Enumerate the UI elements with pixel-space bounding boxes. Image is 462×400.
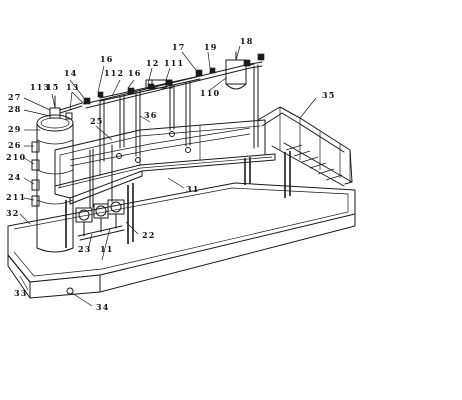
label-19: 19 — [204, 42, 218, 52]
label-26: 26 — [8, 140, 22, 150]
label-24: 24 — [8, 172, 22, 182]
label-211: 211 — [6, 192, 26, 202]
label-16b: 16 — [128, 68, 142, 78]
label-22: 22 — [142, 230, 156, 240]
label-15: 15 — [46, 82, 60, 92]
label-28: 28 — [8, 104, 22, 114]
label-112: 112 — [104, 68, 124, 78]
label-17: 17 — [172, 42, 186, 52]
label-13: 13 — [66, 82, 80, 92]
pipe-frame — [69, 61, 263, 209]
label-31: 31 — [186, 184, 200, 194]
leader-lines — [19, 45, 317, 307]
valves — [83, 53, 265, 163]
label-23: 23 — [78, 244, 92, 254]
callout-labels: 14 16 112 16 12 111 17 19 18 110 113 15 … — [6, 36, 336, 312]
label-29: 29 — [8, 124, 22, 134]
label-110: 110 — [200, 88, 220, 98]
upper-pipe-run — [145, 79, 173, 89]
label-34: 34 — [96, 302, 110, 312]
label-33: 33 — [14, 288, 28, 298]
staircase — [257, 106, 353, 187]
base-pool — [7, 182, 356, 299]
label-27: 27 — [8, 92, 22, 102]
label-25: 25 — [90, 116, 104, 126]
label-12: 12 — [146, 58, 160, 68]
label-18: 18 — [240, 36, 254, 46]
label-35: 35 — [322, 90, 336, 100]
vertical-vessel — [31, 95, 83, 253]
label-111: 111 — [164, 58, 184, 68]
label-32: 32 — [6, 208, 20, 218]
label-11: 11 — [100, 244, 114, 254]
label-113: 113 — [30, 82, 50, 92]
label-14: 14 — [64, 68, 78, 78]
label-210: 210 — [6, 152, 26, 162]
pump-group — [75, 199, 125, 241]
label-16a: 16 — [100, 54, 114, 64]
label-36: 36 — [144, 110, 158, 120]
